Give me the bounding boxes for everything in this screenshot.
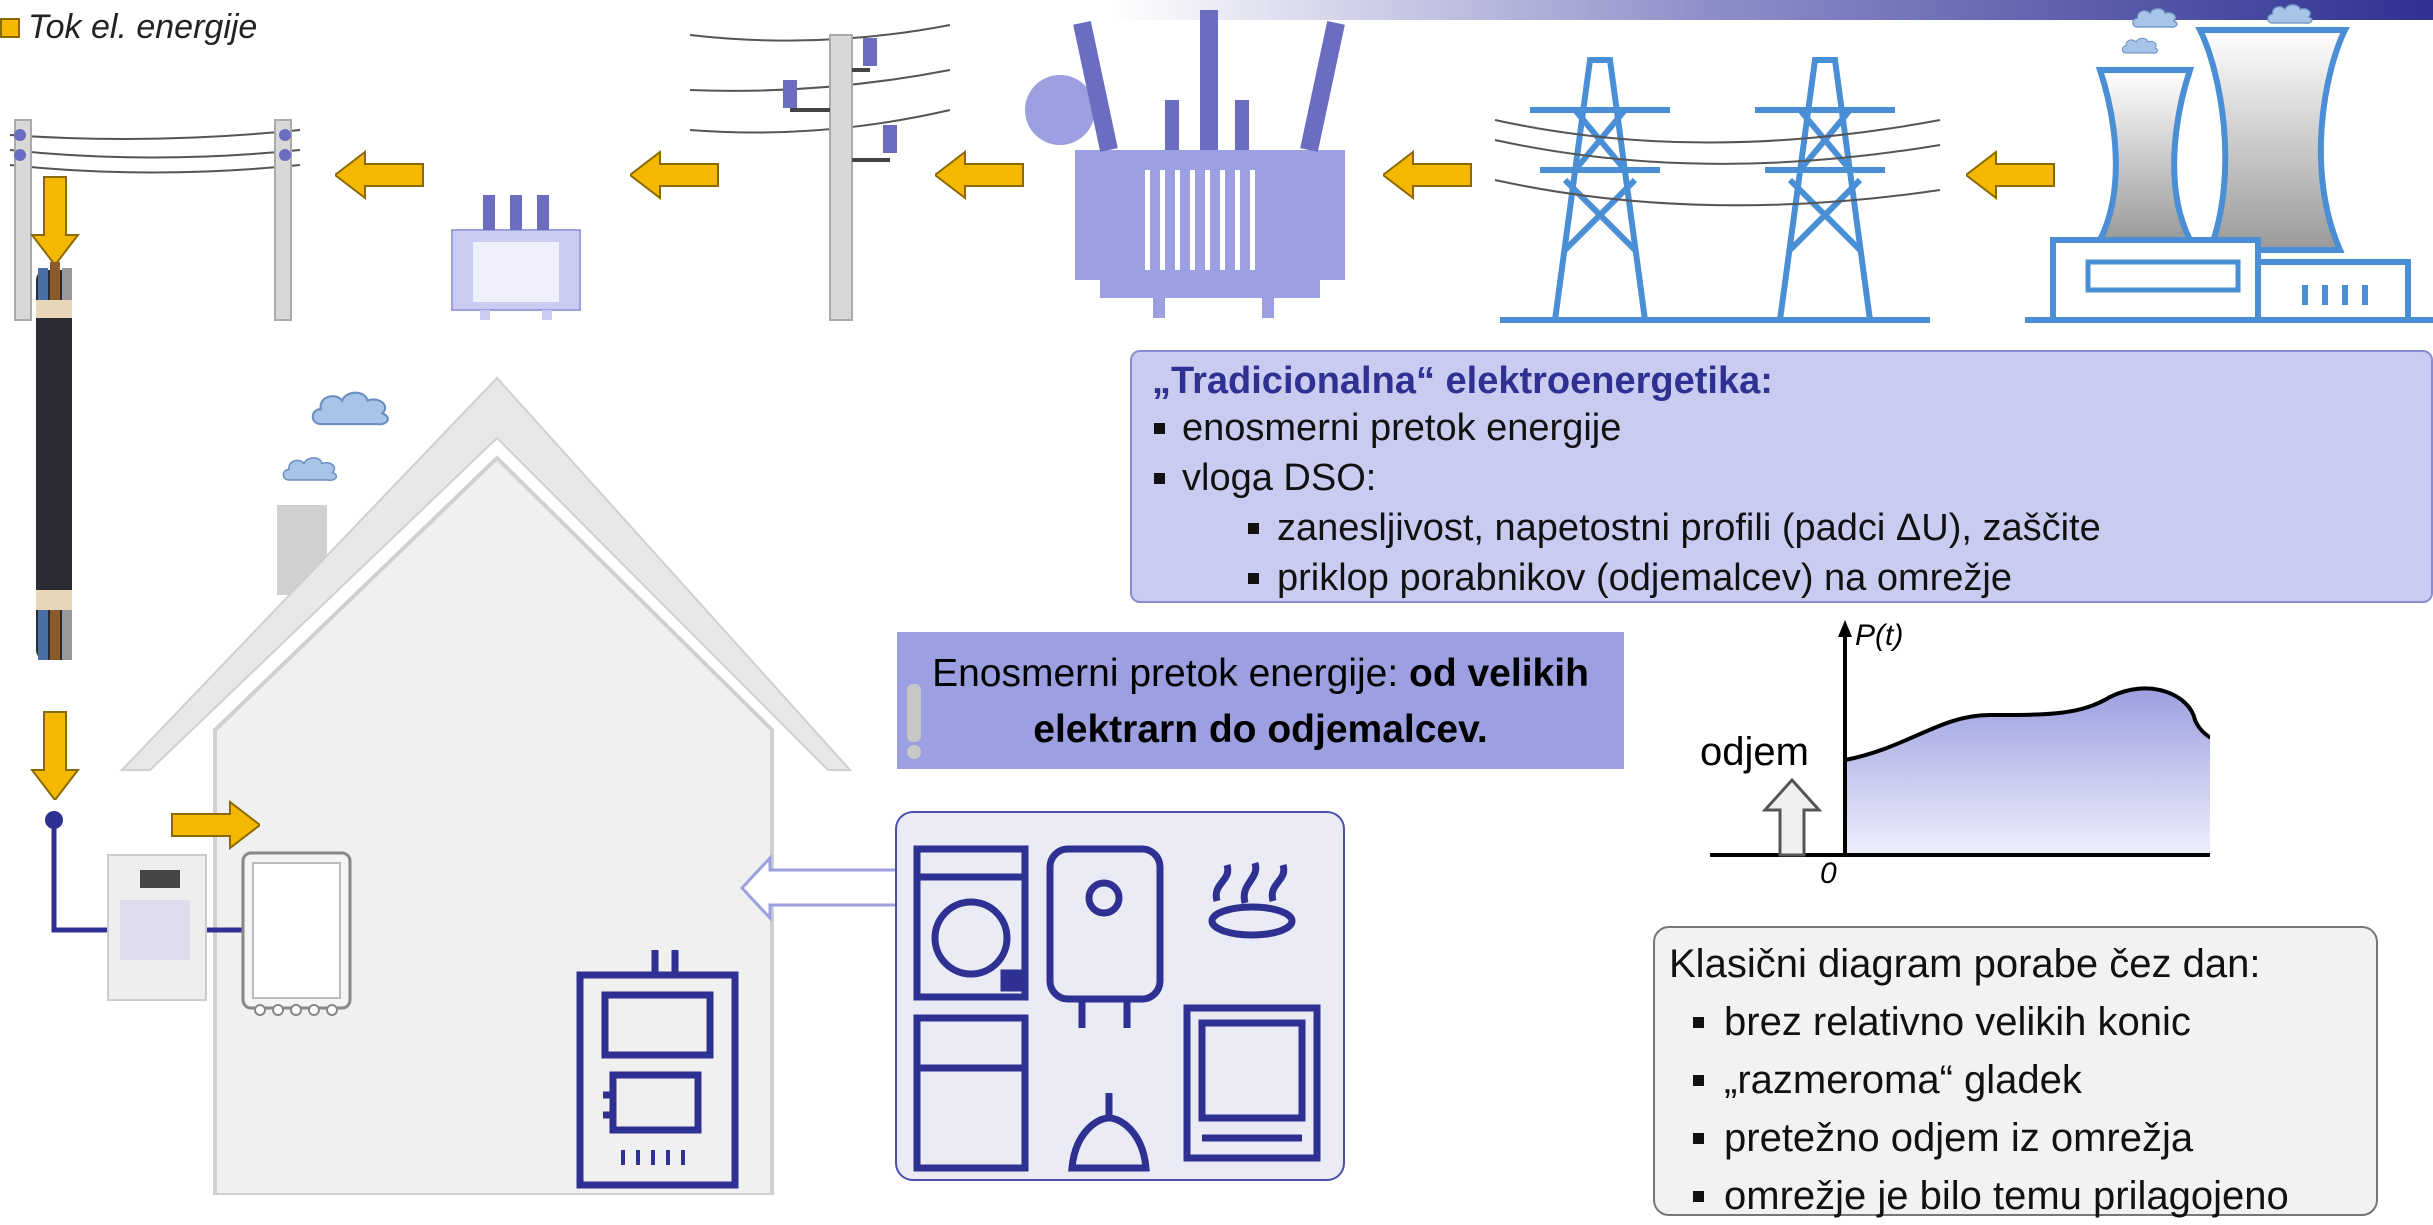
cloud-icon [2267,3,2313,24]
traditional-list: enosmerni pretok energije vloga DSO: zan… [1152,403,2431,603]
list-subitem: zanesljivost, napetostni profili (padci … [1152,503,2431,553]
consumption-up-arrow [1761,777,1823,857]
odjem-label: odjem [1700,730,1809,774]
washing-machine-icon [913,845,1029,1001]
legend-swatch [0,17,20,38]
list-subitem: priklop porabnikov (odjemalcev) na omrež… [1152,553,2431,603]
fridge-icon [913,1014,1029,1172]
y-axis-label: P(t) [1855,619,1903,652]
classic-diagram-box: Klasični diagram porabe čez dan: brez re… [1653,926,2378,1218]
load-chart: P(t) t 0 24 [1710,619,2210,885]
exclamation-icon [907,684,921,742]
list-item: pretežno odjem iz omrežja [1669,1109,2376,1167]
small-transformer-icon [451,195,581,320]
lamp-icon [1068,1093,1150,1172]
cable-icon [36,262,72,660]
cloud-icon [282,456,338,482]
appliances-graphics [913,845,1321,1172]
transformer-icon [1025,10,1345,318]
load-curve [1843,686,2210,857]
pole-icon [689,24,951,321]
classic-title: Klasični diagram porabe čez dan: [1669,942,2261,986]
pylon-icon [1500,57,1930,323]
top-accent-bar [1110,0,2433,20]
flow-arrow-3 [935,151,1024,199]
diagram-graphics [9,3,2433,1195]
house-icon [119,376,853,1195]
traditional-title: „Tradicionalna“ elektroenergetika: [1152,360,1773,402]
flow-arrow-down-1 [31,176,79,265]
flow-arrow-4 [630,151,719,199]
flow-arrow-1 [1966,151,2055,199]
legend: Tok el. energije [0,8,257,47]
meter-icon [45,811,245,1001]
water-heater-icon [1046,845,1164,1028]
tv-icon [1183,1004,1321,1162]
cloud-icon [2121,37,2159,54]
list-item: enosmerni pretok energije [1152,403,2431,453]
transmission-lines [1494,119,1941,207]
exclamation-dot [907,745,921,759]
power-plant-icon [2025,27,2433,323]
lv-pole-icon [9,119,301,321]
appliances-box [895,811,1345,1181]
list-item: vloga DSO: [1152,453,2431,503]
list-item: omrežje je bilo temu prilagojeno [1669,1167,2376,1225]
distribution-board-icon [241,851,352,1016]
classic-list: brez relativno velikih konic „razmeroma“… [1669,993,2376,1225]
flow-note-prefix: Enosmerni pretok energije: [932,652,1410,695]
gas-stove-icon [1208,861,1296,939]
list-item: brez relativno velikih konic [1669,993,2376,1051]
flow-arrow-5 [335,151,424,199]
list-item: „razmeroma“ gladek [1669,1051,2376,1109]
flow-note-box: Enosmerni pretok energije: od velikih el… [897,632,1624,769]
traditional-box: „Tradicionalna“ elektroenergetika: enosm… [1130,350,2433,603]
x-start-label: 0 [1820,857,1837,885]
flow-arrow-down-2 [31,711,79,800]
cloud-icon [2132,7,2178,28]
consumption-arrow [739,854,895,922]
boiler-icon [576,950,739,1189]
flow-note-bold: od velikih elektrarn do odjemalcev. [1033,652,1589,751]
cloud-icon [311,391,390,426]
flow-arrow-2 [1383,151,1472,199]
legend-label: Tok el. energije [28,8,258,46]
